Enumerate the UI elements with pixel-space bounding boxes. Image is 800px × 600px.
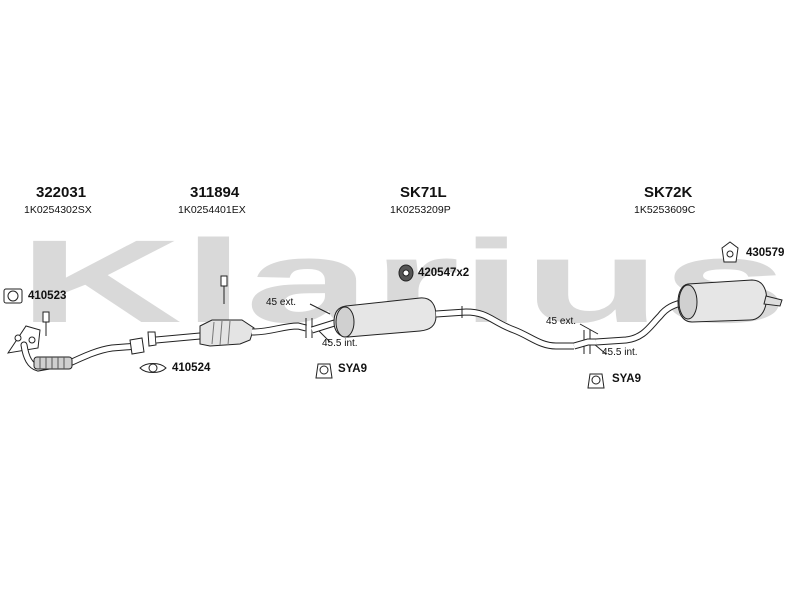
rubber-hanger-hole [402, 269, 410, 277]
part-label-410523: 410523 [28, 290, 67, 302]
part-label-410524: 410524 [172, 362, 211, 374]
rear-flange [129, 337, 145, 355]
flex-joint [33, 356, 73, 370]
rear-inlet-fill [595, 299, 687, 345]
dim-leader [579, 323, 599, 335]
section-code-sk71l: SK71L [400, 184, 447, 201]
part-label-sya9-b: SYA9 [612, 373, 641, 385]
mid-outlet-fill [435, 309, 574, 349]
cat-seam [211, 321, 215, 345]
section-oem-sk71l: 1K0253209P [390, 204, 451, 216]
gasket-oval-hole [148, 363, 158, 373]
bracket-hole [726, 250, 734, 258]
part-sya9-b-clamp [587, 373, 605, 389]
gasket-hole [7, 290, 19, 302]
flange-hole [28, 336, 36, 344]
silencer-body [333, 297, 437, 338]
section-oem-sk72k: 1K5253609C [634, 204, 696, 216]
part-420547-hanger [398, 264, 414, 282]
section-code-sk72k: SK72K [644, 184, 693, 201]
dim-int-b: 45.5 int. [602, 347, 638, 358]
section-code-311894: 311894 [190, 184, 240, 201]
cat-flange [147, 331, 157, 347]
clamp-hole [591, 375, 601, 385]
section-oem-322031: 1K0254302SX [24, 204, 92, 216]
lambda-sensor-body [42, 311, 50, 323]
part-sya9-a-clamp [315, 363, 333, 379]
rear-silencer [595, 279, 783, 346]
joint-pipe-fill [573, 339, 596, 349]
cat-inlet-fill [155, 333, 201, 343]
part-label-sya9-a: SYA9 [338, 363, 367, 375]
part-410523-gasket [3, 288, 23, 304]
tailpipe [763, 295, 783, 307]
section-oem-311894: 1K0254401EX [178, 204, 246, 216]
rear-box [677, 279, 767, 323]
dim-ext-b: 45 ext. [546, 316, 577, 327]
cat-outlet-fill [251, 323, 307, 335]
clamp-hole [319, 365, 329, 375]
part-410524-gasket [139, 363, 167, 373]
dim-leader [593, 343, 607, 355]
middle-silencer [310, 297, 574, 350]
cat-sensor-body [220, 275, 228, 287]
silencer-endcap [335, 306, 355, 338]
front-pipe [6, 311, 145, 372]
rear-box-endcap [678, 284, 698, 320]
cat-seam [219, 320, 223, 346]
section-code-322031: 322031 [36, 184, 87, 201]
part-label-420547: 420547x2 [418, 267, 470, 279]
part-label-430579: 430579 [746, 247, 785, 259]
cat-seam [227, 320, 231, 346]
joint-marks-b [573, 323, 607, 355]
part-430579-bracket [721, 241, 739, 263]
dim-leader [309, 303, 331, 315]
dim-leader [317, 329, 331, 343]
flange-hole [14, 334, 22, 342]
catalytic-converter [199, 319, 255, 347]
catalyst-pipe [147, 275, 307, 347]
dim-ext-a: 45 ext. [266, 297, 297, 308]
dim-int-a: 45.5 int. [322, 338, 358, 349]
